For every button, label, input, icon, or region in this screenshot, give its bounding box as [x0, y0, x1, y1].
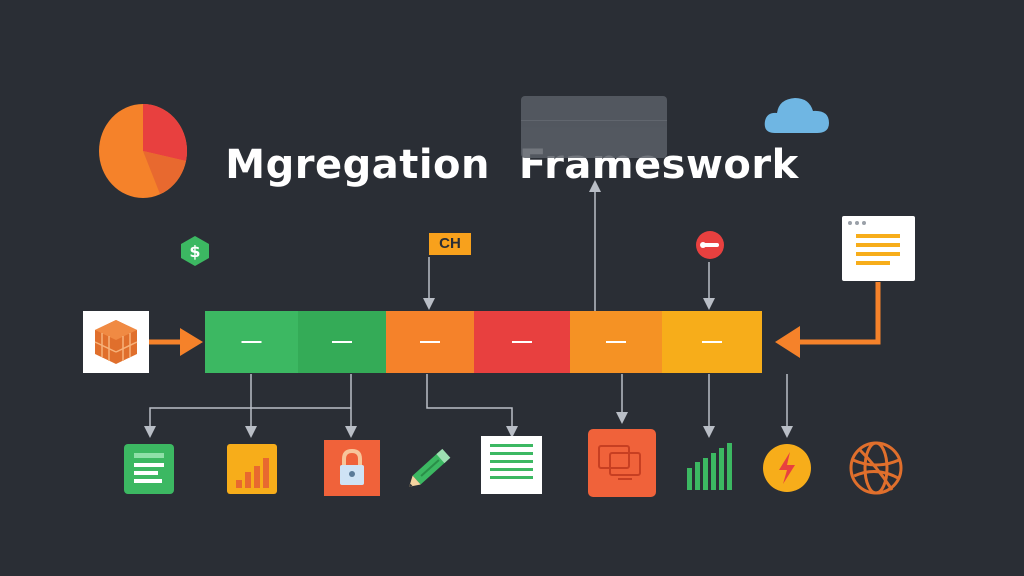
globe-icon[interactable]	[848, 440, 904, 496]
cloud-icon	[764, 98, 829, 133]
svg-text:$: $	[189, 242, 200, 261]
lock-icon[interactable]	[324, 440, 380, 496]
green-bars-icon[interactable]	[686, 440, 736, 492]
window-panel-icon	[521, 96, 667, 158]
segment-2[interactable]: —	[298, 311, 386, 373]
segment-label: —	[420, 330, 440, 353]
segment-label: —	[702, 330, 722, 353]
segment-label: —	[606, 330, 626, 353]
bar-chart-icon[interactable]	[227, 444, 277, 494]
segment-4[interactable]: —	[474, 311, 570, 373]
ch-tag: CH	[429, 233, 471, 255]
monitor-icon[interactable]	[588, 429, 656, 497]
document-card-icon[interactable]	[842, 216, 915, 281]
segment-label: —	[332, 330, 352, 353]
segment-3[interactable]: —	[386, 311, 474, 373]
segment-label: —	[241, 330, 262, 353]
segment-1[interactable]: —	[205, 311, 298, 373]
segment-5[interactable]: —	[570, 311, 662, 373]
segment-6[interactable]: —	[662, 311, 762, 373]
segment-label: —	[512, 330, 532, 353]
cube-source-icon[interactable]	[83, 311, 149, 373]
green-list-icon[interactable]	[124, 444, 174, 494]
dollar-hexagon-icon: $	[181, 236, 209, 266]
red-link-badge-icon	[696, 231, 724, 259]
pencil-icon[interactable]	[402, 442, 458, 494]
lightning-icon[interactable]	[762, 443, 812, 493]
text-document-icon[interactable]	[481, 436, 542, 494]
pie-chart-icon	[99, 104, 188, 198]
